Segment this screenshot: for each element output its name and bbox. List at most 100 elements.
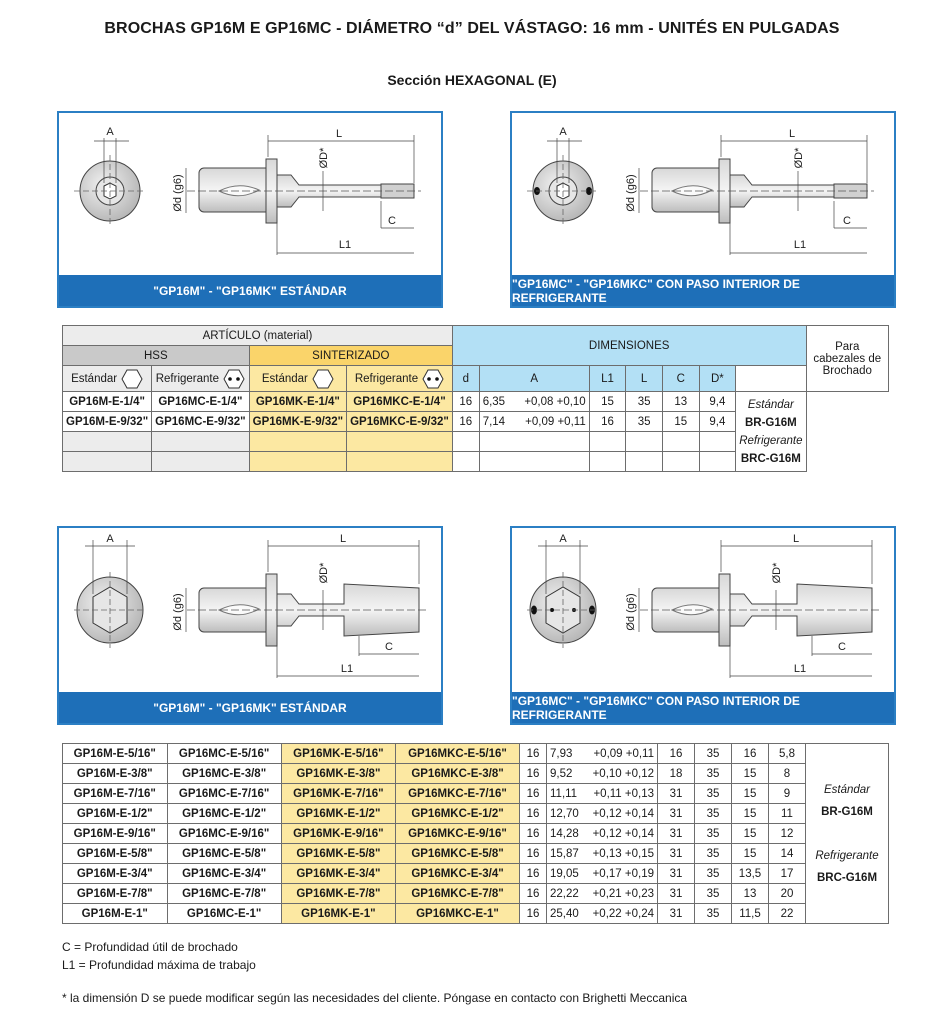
broach-drawing-small-standard: A Ød (g6) ØD* L C L1 [74, 126, 421, 255]
label-refrigerante: Refrigerante [815, 849, 879, 862]
cell-a-value: 14,28 [550, 827, 579, 840]
cell-a-tolerance: +0,21 +0,23 [592, 887, 654, 900]
cell-d: 16 [519, 783, 547, 804]
cell-code-mk: GP16MK-E-1/4" [248, 391, 348, 412]
dim-label-A: A [559, 533, 567, 545]
page-title: BROCHAS GP16M E GP16MC - DIÁMETRO “d” DE… [104, 20, 840, 37]
cell-A: 15,87+0,13 +0,15 [546, 843, 658, 864]
table-row: GP16M-E-1/4" GP16MC-E-1/4" GP16MK-E-1/4"… [61, 391, 889, 472]
cell-code-mc: GP16MC-E-5/8" [166, 843, 282, 864]
dim-label-A: A [106, 533, 114, 545]
cell-A: 6,35+0,08 +0,10 [478, 391, 590, 412]
spec-table-small: ARTÍCULO (material) DIMENSIONES Para cab… [61, 325, 890, 472]
panel-caption: "GP16MC" - "GP16MKC" CON PASO INTERIOR D… [512, 692, 894, 723]
dim-label-L1: L1 [794, 663, 806, 675]
cell-a-value: 7,93 [550, 747, 573, 760]
cell-L1: 16 [588, 411, 627, 432]
cell-code-m: GP16M-E-5/16" [62, 743, 168, 764]
dim-label-D: ØD* [793, 147, 805, 169]
cell-L: 35 [625, 411, 663, 432]
dim-label-A: A [106, 126, 114, 138]
cell-A: 25,40+0,22 +0,24 [546, 903, 658, 924]
note-l1-definition: L1 = Profundidad máxima de trabajo [62, 958, 256, 972]
label-estandar: Estándar [261, 372, 308, 385]
cell-d: 16 [519, 883, 547, 904]
header-para-cabezales: Para cabezales de Brochado [805, 325, 890, 392]
cell-code-m: GP16M-E-1" [62, 903, 168, 924]
cell-C: 13 [661, 391, 700, 412]
col-C: C [661, 365, 700, 392]
dim-label-L1: L1 [794, 239, 806, 251]
cell-C: 11,5 [731, 903, 769, 924]
table-row-empty [61, 451, 889, 472]
table-row-empty [61, 431, 889, 452]
cell-code-mk: GP16MK-E-7/16" [280, 783, 397, 804]
table-row: GP16M-E-1/2"GP16MC-E-1/2"GP16MK-E-1/2"GP… [62, 803, 889, 824]
header-hss: HSS [62, 345, 250, 366]
cell-code-mc: GP16MC-E-7/16" [166, 783, 282, 804]
cell-a-value: 7,14 [482, 415, 506, 428]
cell-code-mc: GP16MC-E-9/32" [151, 411, 250, 432]
dim-label-D: ØD* [318, 562, 330, 584]
dim-label-C: C [388, 215, 396, 227]
code-br-g16m: BR-G16M [821, 805, 873, 818]
cell-A: 19,05+0,17 +0,19 [546, 863, 658, 884]
cell-C: 15 [731, 843, 769, 864]
cell-a-tolerance: +0,08 +0,10 [524, 395, 586, 408]
drawing-panel-standard-2: A Ød (g6) ØD* L C L1 "GP16M" - "GP16MK" … [57, 526, 443, 725]
cell-code-mc: GP16MC-E-3/4" [166, 863, 282, 884]
note-dimension-d: * la dimensión D se puede modificar segú… [62, 991, 688, 1005]
cell-code-mc: GP16MC-E-5/16" [166, 743, 282, 764]
cell-C: 15 [731, 783, 769, 804]
cell-D: 22 [768, 903, 806, 924]
cell-code-mkc: GP16MKC-E-3/8" [395, 763, 520, 784]
cell-D: 9,4 [698, 391, 737, 412]
cell-code-mkc: GP16MKC-E-7/8" [395, 883, 520, 904]
cell-D: 9 [768, 783, 806, 804]
section-subtitle: Sección HEXAGONAL (E) [387, 72, 557, 88]
table-row: GP16M-E-9/16"GP16MC-E-9/16"GP16MK-E-9/16… [62, 823, 889, 844]
table-row: GP16M-E-9/32" GP16MC-E-9/32" GP16MK-E-9/… [61, 411, 889, 432]
cell-code-mkc: GP16MKC-E-5/16" [395, 743, 520, 764]
drawing-panel-standard-1: A Ød (g6) ØD* L C L1 "GP16M" - "GP16MK" … [57, 111, 443, 308]
cell-code-mk: GP16MK-E-9/16" [280, 823, 397, 844]
cell-code-mkc: GP16MKC-E-9/32" [346, 411, 453, 432]
cell-d: 16 [519, 823, 547, 844]
cell-D: 12 [768, 823, 806, 844]
col-D: D* [698, 365, 737, 392]
cell-L: 35 [625, 391, 663, 412]
cell-a-tolerance: +0,12 +0,14 [592, 827, 654, 840]
cell-a-value: 19,05 [550, 867, 579, 880]
cell-code-mk: GP16MK-E-1/2" [280, 803, 397, 824]
cell-d: 16 [519, 903, 547, 924]
dim-label-L1: L1 [339, 239, 351, 251]
cell-D: 8 [768, 763, 806, 784]
dim-label-L: L [336, 128, 342, 140]
dim-label-D: ØD* [318, 147, 330, 169]
cell-code-mk: GP16MK-E-1" [280, 903, 397, 924]
cell-d: 16 [519, 863, 547, 884]
cell-L1: 31 [657, 783, 695, 804]
cell-code-m: GP16M-E-9/32" [61, 411, 153, 432]
cell-D: 9,4 [698, 411, 737, 432]
cell-L: 35 [694, 823, 732, 844]
label-estandar: Estándar [71, 372, 118, 385]
drawing-panel-coolant-1: A Ød (g6) ØD* L C L1 "GP16MC" - "GP16MKC… [510, 111, 896, 308]
cell-d: 16 [519, 743, 547, 764]
cell-code-m: GP16M-E-7/16" [62, 783, 168, 804]
drawing-panel-coolant-2: A Ød (g6) ØD* L C L1 "GP16MC" - "GP16MKC… [510, 526, 896, 725]
cell-C: 13 [731, 883, 769, 904]
dim-label-L: L [793, 533, 799, 545]
dim-label-d: Ød (g6) [172, 174, 184, 211]
dim-label-d: Ød (g6) [625, 593, 637, 630]
cell-code-mc: GP16MC-E-1/4" [151, 391, 250, 412]
cell-A: 11,11+0,11 +0,13 [546, 783, 658, 804]
cell-L1: 15 [588, 391, 627, 412]
dim-label-C: C [843, 215, 851, 227]
cell-A: 12,70+0,12 +0,14 [546, 803, 658, 824]
cell-L: 35 [694, 783, 732, 804]
col-d: d [451, 365, 480, 392]
cell-L1: 31 [657, 843, 695, 864]
cell-a-value: 12,70 [550, 807, 579, 820]
